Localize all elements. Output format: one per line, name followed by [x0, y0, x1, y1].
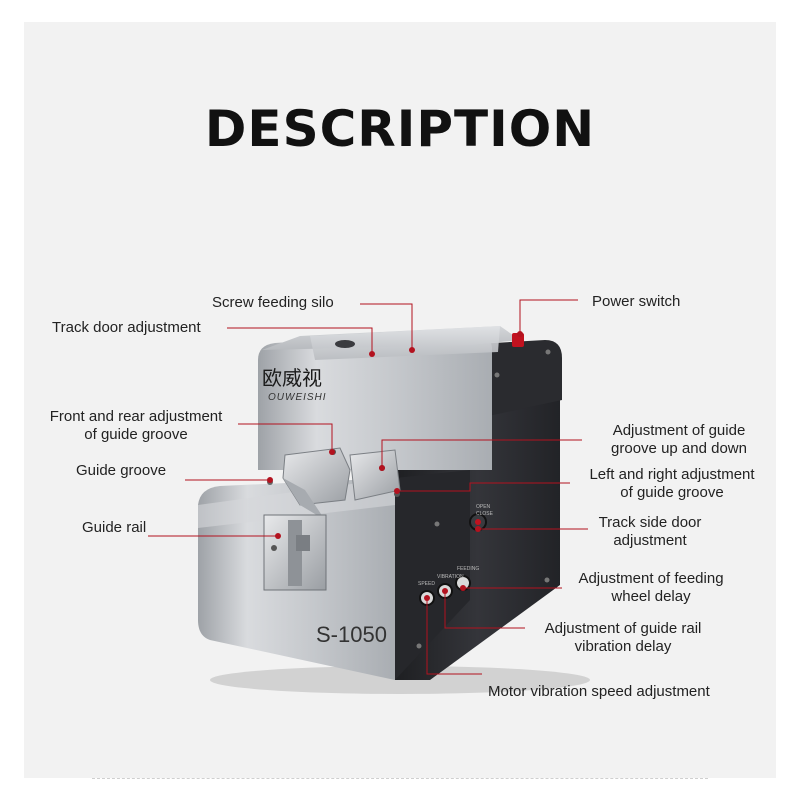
case-screw [494, 372, 500, 378]
vibration-panel-label: VIBRATION [437, 574, 464, 580]
label-up-down-line1: Adjustment of guide [612, 422, 746, 439]
label-guide-groove-up-down: Adjustment of guide groove up and down [588, 422, 770, 458]
label-front-rear-adjustment: Front and rear adjustment of guide groov… [36, 408, 236, 444]
label-power-switch: Power switch [592, 293, 681, 310]
screw-leftright [394, 491, 400, 497]
label-left-right-adjustment: Left and right adjustment of guide groov… [572, 466, 772, 502]
label-feeding-wheel-delay: Adjustment of feeding wheel delay [564, 570, 738, 606]
label-track-side-line1: Track side door [598, 514, 702, 531]
screw-groove [267, 479, 273, 485]
feeding-panel-label: FEEDING [457, 566, 479, 572]
track-door-knob-center [475, 519, 481, 525]
label-rail-vibration-line1: Adjustment of guide rail [544, 620, 702, 637]
page-title: DESCRIPTION [204, 100, 596, 158]
label-guide-groove: Guide groove [76, 462, 167, 479]
label-screw-feeding-silo: Screw feeding silo [212, 294, 334, 311]
speed-panel-label: SPEED [418, 581, 435, 587]
label-feeding-wheel-line2: wheel delay [611, 588, 691, 605]
label-rail-vibration-delay: Adjustment of guide rail vibration delay [528, 620, 718, 656]
case-screw [544, 577, 550, 583]
groove-wedge [283, 478, 325, 520]
label-feeding-wheel-line1: Adjustment of feeding [578, 570, 724, 587]
label-track-side-door: Track side door adjustment [590, 514, 710, 550]
guide-rail-slot [288, 520, 302, 586]
rail-screw [271, 545, 277, 551]
rail-block [296, 535, 310, 551]
label-front-rear-line1: Front and rear adjustment [49, 408, 223, 425]
brand-cn: 欧威视 [262, 366, 322, 390]
brand-en: OUWEISHI [268, 392, 327, 403]
case-screw [545, 349, 551, 355]
label-track-side-line2: adjustment [613, 532, 687, 549]
case-screw [434, 521, 440, 527]
screw-top [330, 449, 336, 455]
close-label: CLOSE [476, 511, 494, 517]
bottom-divider [92, 778, 708, 779]
label-rail-vibration-line2: vibration delay [574, 638, 672, 655]
label-track-door-adjustment: Track door adjustment [52, 319, 201, 336]
label-left-right-line1: Left and right adjustment [589, 466, 755, 483]
label-front-rear-line2: of guide groove [84, 426, 188, 443]
label-guide-rail: Guide rail [82, 519, 147, 536]
label-left-right-line2: of guide groove [620, 484, 724, 501]
case-screw [416, 643, 422, 649]
label-motor-vibration-speed: Motor vibration speed adjustment [488, 683, 710, 700]
silo-knob [335, 340, 355, 348]
vibration-knob [437, 583, 453, 599]
power-switch [512, 333, 524, 347]
lower-side-panel [395, 470, 470, 680]
label-up-down-line2: groove up and down [611, 440, 747, 457]
speed-knob [419, 590, 435, 606]
open-label: OPEN [476, 504, 491, 510]
model-number: S-1050 [316, 622, 387, 647]
screw-updown [379, 465, 385, 471]
